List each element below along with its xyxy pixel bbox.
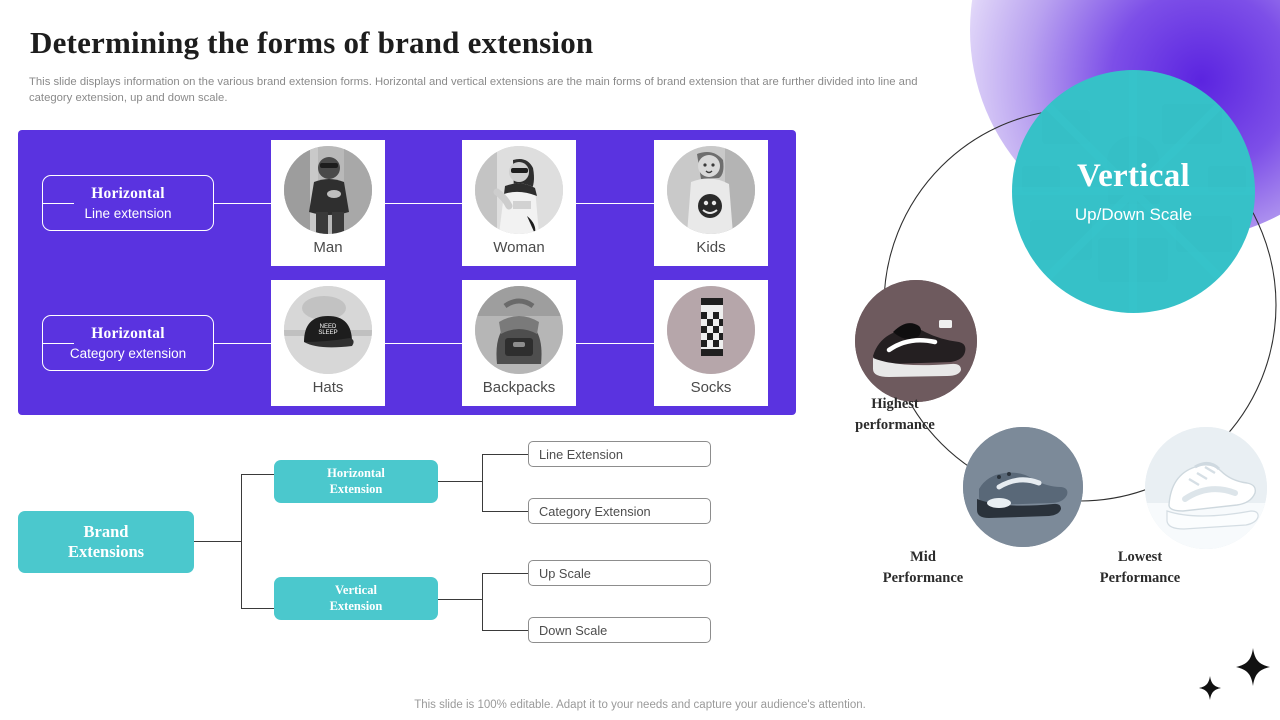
node-label-mid-performance: Mid Performance <box>828 547 1018 589</box>
connector-line <box>214 203 271 204</box>
page-subtitle: This slide displays information on the v… <box>29 76 918 104</box>
svg-text:SLEEP: SLEEP <box>318 330 337 336</box>
tree-connector <box>482 630 529 631</box>
tree-connector <box>482 454 483 512</box>
svg-text:NEED: NEED <box>320 324 337 330</box>
product-card-socks[interactable]: Socks <box>654 280 768 406</box>
brand-extension-tree: Brand Extensions Horizontal Extension Ve… <box>0 425 760 655</box>
product-label: Hats <box>312 379 344 396</box>
product-card-woman[interactable]: Woman <box>462 140 576 266</box>
tree-leaf-down-scale[interactable]: Down Scale <box>528 617 711 643</box>
connector-line <box>385 203 462 204</box>
pill-title: Horizontal <box>91 185 165 202</box>
tree-connector <box>241 474 274 475</box>
pill-horizontal-line-extension[interactable]: Horizontal Line extension <box>42 175 214 231</box>
node-label-lowest-performance: Lowest Performance <box>1045 547 1235 589</box>
tree-branch-vertical-extension[interactable]: Vertical Extension <box>274 577 438 620</box>
pill-horizontal-category-extension[interactable]: Horizontal Category extension <box>42 315 214 371</box>
pill-title: Horizontal <box>91 325 165 342</box>
tree-leaf-category-extension[interactable]: Category Extension <box>528 498 711 524</box>
product-label: Kids <box>696 239 726 256</box>
sock-photo <box>667 286 755 374</box>
tree-branch-line1: Horizontal <box>327 466 385 481</box>
footer-note: This slide is 100% editable. Adapt it to… <box>414 699 866 711</box>
vertical-performance-diagram: Vertical Up/Down Scale Highest performan… <box>800 55 1280 615</box>
connector-line <box>385 343 462 344</box>
tree-connector <box>482 511 529 512</box>
hat-photo: NEED SLEEP <box>284 286 372 374</box>
node-lowest-performance[interactable] <box>1145 427 1267 549</box>
tree-branch-horizontal-extension[interactable]: Horizontal Extension <box>274 460 438 503</box>
product-label: Backpacks <box>482 379 556 396</box>
woman-photo <box>475 146 563 234</box>
brand-extension-panel: Horizontal Line extension Horizontal Cat… <box>18 130 796 415</box>
page-title: Determining the forms of brand extension <box>30 25 594 60</box>
tree-branch-line2: Extension <box>329 481 383 496</box>
tree-branch-line2: Extension <box>329 598 383 613</box>
connector-line <box>576 203 662 204</box>
center-node-subtitle: Up/Down Scale <box>1074 205 1193 224</box>
product-label: Man <box>313 239 343 256</box>
backpack-photo <box>475 286 563 374</box>
kids-photo <box>667 146 755 234</box>
product-label: Socks <box>690 379 732 396</box>
node-label-line2: Performance <box>882 570 964 587</box>
node-highest-performance[interactable] <box>855 280 977 402</box>
tree-connector <box>438 599 483 600</box>
man-photo <box>284 146 372 234</box>
connector-line <box>42 343 74 344</box>
connector-line <box>214 343 271 344</box>
node-label-line1: Highest <box>871 396 919 412</box>
tree-root-line2: Extensions <box>67 542 145 561</box>
center-node-title: Vertical <box>1077 158 1190 194</box>
node-mid-performance[interactable] <box>963 427 1083 547</box>
product-card-kids[interactable]: Kids <box>654 140 768 266</box>
product-card-backpacks[interactable]: Backpacks <box>462 280 576 406</box>
tree-root-brand-extensions[interactable]: Brand Extensions <box>18 511 194 573</box>
tree-connector <box>482 573 529 574</box>
node-label-line2: Performance <box>1099 570 1181 587</box>
node-label-highest-performance: Highest performance <box>800 394 990 436</box>
connector-line <box>42 203 74 204</box>
tree-connector <box>482 573 483 630</box>
tree-leaf-up-scale[interactable]: Up Scale <box>528 560 711 586</box>
product-card-hats[interactable]: NEED SLEEP Hats <box>271 280 385 406</box>
product-card-man[interactable]: Man <box>271 140 385 266</box>
product-label: Woman <box>493 239 545 256</box>
tree-branch-line1: Vertical <box>335 583 377 598</box>
tree-root-line1: Brand <box>83 521 129 541</box>
sparkle-large-icon <box>1236 648 1270 691</box>
pill-subtitle: Category extension <box>69 346 187 361</box>
tree-leaf-line-extension[interactable]: Line Extension <box>528 441 711 467</box>
connector-line <box>576 343 662 344</box>
node-label-line1: Mid <box>910 549 936 565</box>
tree-connector <box>241 608 274 609</box>
node-label-line1: Lowest <box>1117 549 1163 565</box>
tree-connector <box>194 541 242 542</box>
node-label-line2: performance <box>855 417 935 434</box>
tree-connector <box>241 474 242 609</box>
center-node-vertical[interactable]: Vertical Up/Down Scale <box>1012 70 1255 313</box>
tree-connector <box>438 481 483 482</box>
tree-connector <box>482 454 529 455</box>
pill-subtitle: Line extension <box>84 206 172 221</box>
